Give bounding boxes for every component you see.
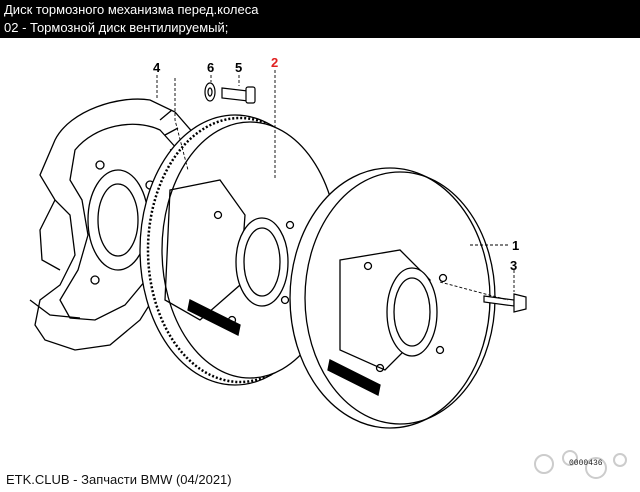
page-title: Диск тормозного механизма перед.колеса [4, 2, 259, 17]
callout-4[interactable]: 4 [153, 60, 161, 75]
callout-1[interactable]: 1 [512, 238, 519, 253]
callout-6[interactable]: 6 [207, 60, 214, 75]
bolt[interactable] [221, 86, 256, 104]
brake-disc[interactable] [289, 167, 496, 429]
callout-2[interactable]: 2 [271, 55, 278, 70]
page-subtitle: 02 - Тормозной диск вентилируемый; [4, 20, 229, 35]
callout-5[interactable]: 5 [235, 60, 242, 75]
brake-disc-diagram: 4 6 5 2 1 3 [29, 55, 527, 429]
leader-lines [156, 70, 515, 301]
header-bar: Диск тормозного механизма перед.колеса 0… [0, 0, 640, 38]
countersunk-screw[interactable] [483, 293, 527, 313]
washer[interactable] [204, 82, 216, 102]
dust-shield[interactable] [29, 98, 201, 351]
avito-watermark-logo [534, 450, 627, 479]
callout-3[interactable]: 3 [510, 258, 517, 273]
footer-text: ETK.CLUB - Запчасти BMW (04/2021) [6, 472, 232, 487]
image-code: 0000436 [569, 459, 603, 468]
